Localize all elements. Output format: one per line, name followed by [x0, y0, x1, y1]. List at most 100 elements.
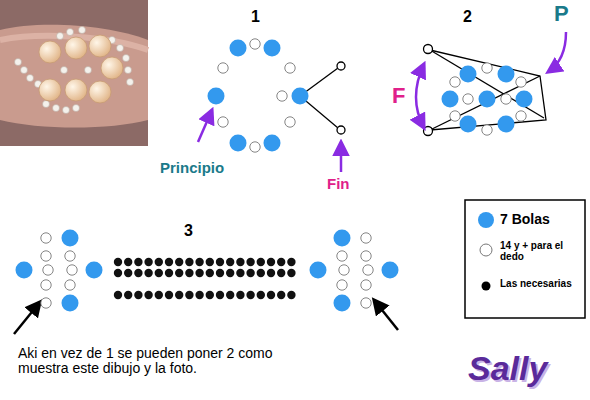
large-bead: [264, 40, 281, 57]
seed-bead: [450, 77, 460, 87]
band-bead: [114, 269, 122, 277]
thread-end: [424, 45, 433, 54]
large-bead: [334, 295, 351, 312]
seed-bead: [67, 265, 77, 275]
seed-bead: [57, 33, 64, 40]
large-bead: [62, 295, 79, 312]
large-bead: [516, 91, 533, 108]
large-bead: [498, 66, 515, 83]
band-bead: [165, 269, 173, 277]
seed-bead: [218, 63, 228, 73]
band-bead: [124, 269, 132, 277]
band-bead: [257, 258, 265, 266]
thread-line: [430, 50, 546, 130]
pearl: [39, 79, 61, 101]
seed-bead: [63, 107, 70, 114]
band-bead: [195, 258, 203, 266]
band-bead: [134, 291, 142, 299]
band-bead: [236, 291, 244, 299]
band-bead: [155, 258, 163, 266]
seed-bead: [65, 280, 75, 290]
thread-line: [430, 50, 544, 118]
large-bead: [62, 230, 79, 247]
thread-end: [337, 126, 345, 134]
seed-bead: [123, 55, 130, 62]
seed-bead: [53, 105, 60, 112]
band-bead: [236, 258, 244, 266]
band-bead: [114, 291, 122, 299]
seed-bead: [85, 67, 92, 74]
band-bead: [216, 258, 224, 266]
figure-number: 3: [184, 222, 204, 240]
band-bead: [175, 269, 183, 277]
legend-swatch: [478, 212, 494, 228]
legend-text: Las necesarias: [500, 278, 580, 289]
seed-bead: [463, 94, 473, 104]
seed-bead: [125, 67, 132, 74]
seed-bead: [41, 298, 51, 308]
seed-bead: [15, 59, 22, 66]
seed-bead: [41, 251, 51, 261]
seed-bead: [363, 265, 373, 275]
band-bead: [185, 258, 193, 266]
band-bead: [287, 269, 295, 277]
seed-bead: [501, 94, 511, 104]
start-label: Principio: [160, 160, 250, 177]
seed-bead: [41, 280, 51, 290]
seed-bead: [516, 77, 526, 87]
thread-line: [430, 76, 540, 130]
band-bead: [257, 269, 265, 277]
large-bead: [310, 262, 327, 279]
seed-bead: [482, 125, 492, 135]
seed-bead: [277, 91, 287, 101]
band-bead: [185, 291, 193, 299]
figure-number: 2: [463, 8, 483, 26]
seed-bead: [250, 142, 260, 152]
band-bead: [236, 269, 244, 277]
band-bead: [185, 269, 193, 277]
pointer-arrow: [198, 110, 212, 142]
band-bead: [155, 269, 163, 277]
large-bead: [442, 91, 459, 108]
seed-bead: [450, 111, 460, 121]
band-bead: [206, 291, 214, 299]
band-bead: [144, 258, 152, 266]
large-bead: [86, 262, 103, 279]
band-bead: [226, 269, 234, 277]
band-bead: [226, 258, 234, 266]
seed-bead: [61, 67, 68, 74]
seed-bead: [41, 233, 51, 243]
band-bead: [246, 258, 254, 266]
large-bead: [230, 40, 247, 57]
band-bead: [165, 291, 173, 299]
band-bead: [216, 291, 224, 299]
finger: [0, 25, 148, 128]
signature-watermark: Sally: [468, 350, 588, 387]
legend-swatch: [482, 282, 491, 291]
seed-bead: [337, 251, 347, 261]
band-bead: [195, 269, 203, 277]
p-label: P: [554, 2, 578, 26]
pearl: [65, 79, 87, 101]
pointer-arrow: [374, 300, 398, 330]
band-bead: [195, 291, 203, 299]
pearl: [89, 81, 111, 103]
band-bead: [124, 258, 132, 266]
seed-bead: [117, 45, 124, 52]
end-label: Fin: [327, 176, 367, 193]
pearl: [101, 57, 123, 79]
band-bead: [144, 291, 152, 299]
band-bead: [267, 269, 275, 277]
large-bead: [498, 116, 515, 133]
band-bead: [134, 269, 142, 277]
band-bead: [144, 269, 152, 277]
band-bead: [175, 291, 183, 299]
seed-bead: [21, 67, 28, 74]
legend-box: [465, 200, 585, 318]
seed-bead: [361, 233, 371, 243]
large-bead: [334, 230, 351, 247]
seed-bead: [285, 117, 295, 127]
band-bead: [165, 258, 173, 266]
seed-bead: [65, 251, 75, 261]
